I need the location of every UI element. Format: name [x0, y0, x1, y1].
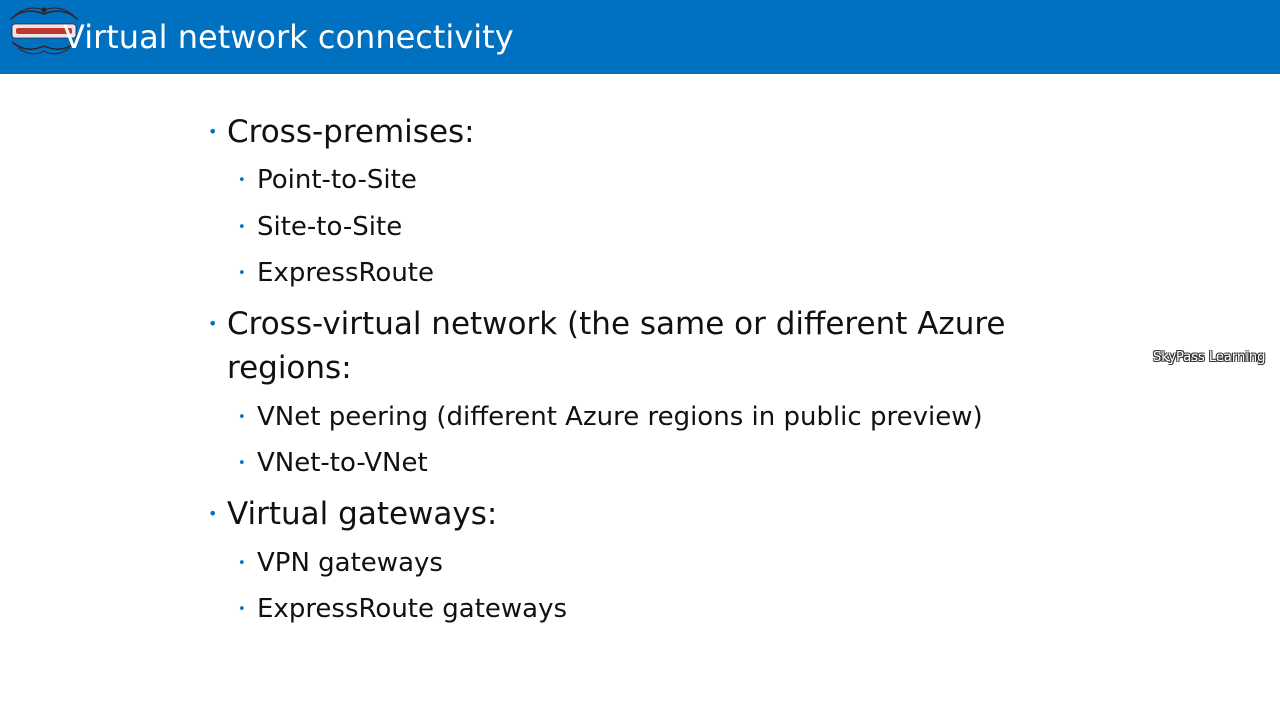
list-item-level2: • Point-to-Site — [238, 163, 417, 197]
section-item: VNet-to-VNet — [257, 448, 428, 478]
bullet-dot-icon: • — [238, 602, 246, 617]
list-item-level1: • Virtual gateways: — [208, 492, 1077, 536]
bullet-dot-icon: • — [208, 504, 218, 523]
section-heading: Cross-virtual network (the same or diffe… — [227, 306, 1006, 342]
bullet-dot-icon: • — [208, 314, 218, 333]
section-item: VNet peering (different Azure regions in… — [257, 402, 983, 432]
section-item: VPN gateways — [257, 548, 443, 578]
bullet-dot-icon: • — [238, 456, 246, 471]
bullet-dot-icon: • — [238, 220, 246, 235]
bullet-dot-icon: • — [238, 173, 246, 188]
section-item: ExpressRoute gateways — [257, 594, 568, 624]
section-heading: Virtual gateways: — [227, 496, 498, 532]
list-item-level2: • ExpressRoute gateways — [238, 592, 568, 626]
bullet-dot-icon: • — [238, 556, 246, 571]
bullet-dot-icon: • — [208, 122, 218, 141]
list-item-level2: • ExpressRoute — [238, 256, 434, 290]
section-item: ExpressRoute — [257, 258, 434, 288]
list-item-level1: • Cross-virtual network (the same or dif… — [208, 302, 1077, 390]
list-item-level2: • VNet-to-VNet — [238, 446, 428, 480]
list-item-level2: • Site-to-Site — [238, 210, 403, 244]
section-heading-continued: regions: — [227, 350, 352, 386]
section-item: Site-to-Site — [257, 212, 403, 242]
section-item: Point-to-Site — [257, 165, 417, 195]
title-bar: Virtual network connectivity — [0, 0, 1280, 74]
watermark: SkyPass Learning — [1153, 350, 1266, 365]
list-item-level2: • VPN gateways — [238, 546, 443, 580]
skypass-logo-icon — [9, 7, 79, 55]
bullet-dot-icon: • — [238, 266, 246, 281]
slide-title: Virtual network connectivity — [63, 18, 514, 56]
section-heading: Cross-premises: — [227, 114, 475, 150]
bullet-dot-icon: • — [238, 410, 246, 425]
list-item-level1: • Cross-premises: — [208, 110, 1077, 154]
list-item-level2: • VNet peering (different Azure regions … — [238, 400, 983, 434]
